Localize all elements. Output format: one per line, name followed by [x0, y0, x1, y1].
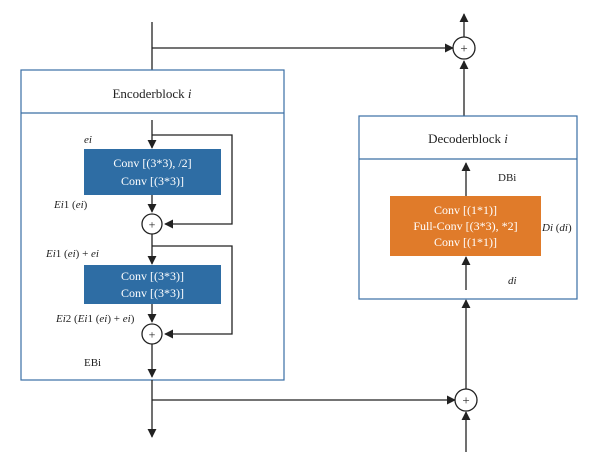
svg-text:+: +: [460, 41, 467, 56]
decoder-conv-box: Conv [(1*1)] Full-Conv [(3*3), *2] Conv …: [390, 196, 541, 256]
svg-text:Conv [(3*3)]: Conv [(3*3)]: [121, 269, 184, 283]
decoder-input-label: di: [508, 275, 517, 287]
decoder-output-label: DBi: [498, 172, 516, 184]
svg-text:Full-Conv [(3*3), *2]: Full-Conv [(3*3), *2]: [413, 219, 517, 233]
encoder-input-label: ei: [84, 134, 92, 146]
svg-text:+: +: [149, 218, 156, 232]
decoder-side-label: Di (di): [541, 222, 572, 234]
svg-text:+: +: [149, 328, 156, 342]
svg-text:+: +: [462, 393, 469, 408]
encoder-sum-node-2: +: [141, 323, 163, 345]
encoder-out2-label: Ei2 (Ei1 (ei) + ei): [55, 313, 135, 325]
top-sum-node: +: [452, 36, 476, 60]
svg-text:Conv [(1*1)]: Conv [(1*1)]: [434, 203, 497, 217]
encoder-title: Encoderblock i: [112, 86, 191, 101]
encoder-output-label: EBi: [84, 357, 101, 369]
encoder-residual-2: [152, 245, 233, 339]
decoder-title: Decoderblock i: [428, 131, 508, 146]
decoder-block: Decoderblock i DBi Conv [(1*1)] Full-Con…: [358, 115, 578, 300]
svg-text:Conv [(1*1)]: Conv [(1*1)]: [434, 235, 497, 249]
svg-text:Conv [(3*3)]: Conv [(3*3)]: [121, 174, 184, 188]
encoder-sum-node-1: +: [141, 213, 163, 235]
encoder-block: Encoderblock i ei Conv [(3*3), /2] Conv …: [20, 69, 285, 381]
encoder-conv-box-2: Conv [(3*3)] Conv [(3*3)]: [84, 265, 221, 304]
svg-text:Conv [(3*3), /2]: Conv [(3*3), /2]: [113, 156, 191, 170]
bottom-sum-node: +: [454, 388, 478, 412]
encoder-conv-box-1: Conv [(3*3), /2] Conv [(3*3)]: [84, 149, 221, 195]
encoder-residual-1: [152, 134, 233, 229]
encoder-out1-label: Ei1 (ei): [53, 199, 88, 211]
svg-text:Conv [(3*3)]: Conv [(3*3)]: [121, 286, 184, 300]
encoder-sum1-label: Ei1 (ei) + ei: [45, 248, 99, 260]
